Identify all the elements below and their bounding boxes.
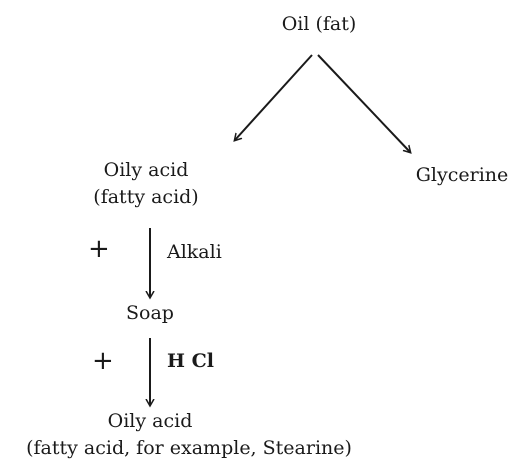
arrow-oil-to-oily-acid <box>235 54 313 140</box>
node-oily-acid-2: Oily acid <box>107 410 193 432</box>
arrow-oil-to-glycerine <box>317 54 410 152</box>
plus-sign-hcl: + <box>92 346 114 376</box>
reagent-hcl: H Cl <box>167 350 214 372</box>
node-oily-acid-1: Oily acid <box>103 159 189 181</box>
reagent-alkali: Alkali <box>167 241 222 263</box>
node-fatty-acid-2: (fatty acid, for example, Stearine) <box>26 437 352 459</box>
node-oil: Oil (fat) <box>281 13 357 35</box>
node-fatty-acid-1: (fatty acid) <box>93 186 199 208</box>
plus-sign-alkali: + <box>88 234 110 264</box>
node-glycerine: Glycerine <box>415 164 509 186</box>
node-soap: Soap <box>126 302 174 324</box>
